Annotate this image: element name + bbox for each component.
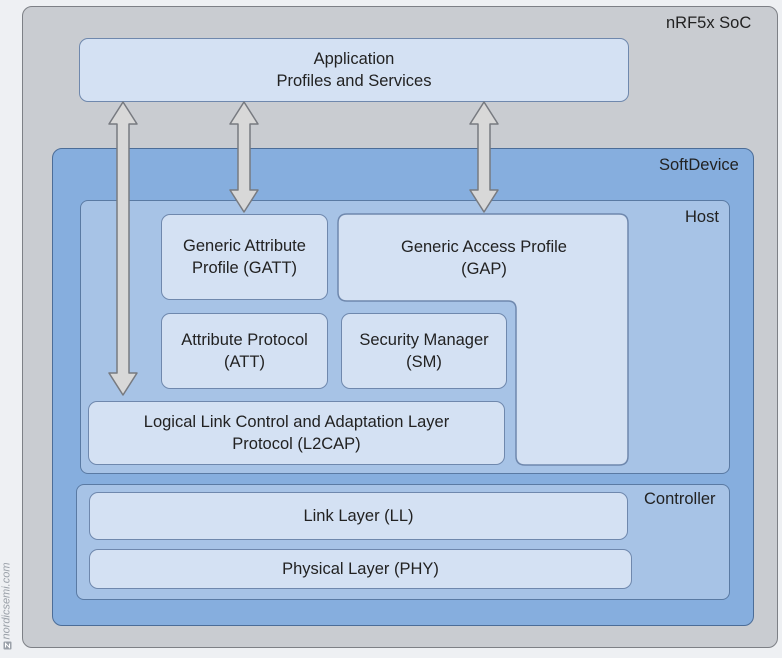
nordic-logo-icon [3, 641, 12, 650]
gap-label: Generic Access Profile (GAP) [340, 236, 628, 280]
application-box: Application Profiles and Services [79, 38, 629, 102]
gatt-box: Generic Attribute Profile (GATT) [161, 214, 328, 300]
soc-label: nRF5x SoC [666, 14, 752, 32]
link-layer-box: Link Layer (LL) [89, 492, 628, 540]
arrow-application-gatt [229, 101, 259, 213]
gatt-subtitle: Profile (GATT) [191, 259, 298, 277]
sm-title: Security Manager [359, 331, 489, 349]
controller-label: Controller [644, 490, 716, 508]
gap-subtitle: (GAP) [461, 260, 507, 278]
application-title: Application [313, 50, 395, 68]
watermark: nordicsemi.com [0, 548, 14, 653]
watermark-text: nordicsemi.com [1, 561, 13, 640]
sm-subtitle: (SM) [406, 353, 442, 371]
l2cap-box: Logical Link Control and Adaptation Laye… [88, 401, 505, 465]
gap-title: Generic Access Profile [401, 238, 567, 256]
arrow-application-l2cap [108, 101, 138, 396]
arrow-application-gap [469, 101, 499, 213]
host-label: Host [685, 208, 719, 226]
l2cap-subtitle: Protocol (L2CAP) [232, 435, 361, 453]
softdevice-label: SoftDevice [659, 156, 739, 174]
l2cap-title: Logical Link Control and Adaptation Laye… [143, 413, 450, 431]
gatt-title: Generic Attribute [183, 237, 306, 255]
physical-layer-box: Physical Layer (PHY) [89, 549, 632, 589]
physical-layer-label: Physical Layer (PHY) [282, 560, 439, 578]
att-box: Attribute Protocol (ATT) [161, 313, 328, 389]
att-title: Attribute Protocol [181, 331, 308, 349]
att-subtitle: (ATT) [224, 353, 265, 371]
application-subtitle: Profiles and Services [276, 72, 432, 90]
link-layer-label: Link Layer (LL) [303, 507, 414, 525]
sm-box: Security Manager (SM) [341, 313, 507, 389]
